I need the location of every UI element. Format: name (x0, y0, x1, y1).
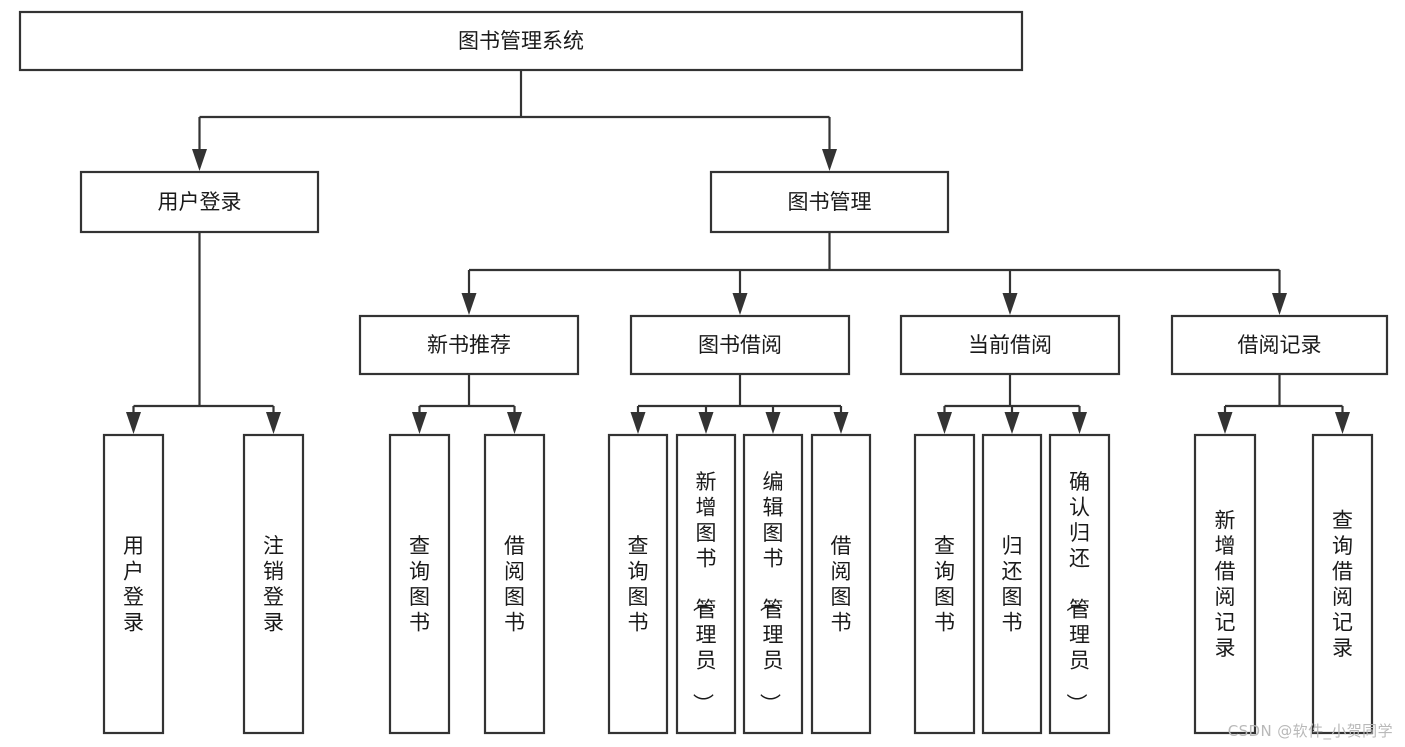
connector-group-root (192, 70, 837, 171)
node-label-leaf-edit-book-admin: 编辑图书（管理员） (758, 470, 784, 714)
node-leaf-query-book-borrow[interactable]: 查询图书 (607, 433, 669, 735)
arrow-head-leaf-return-book (1004, 412, 1020, 434)
node-leaf-borrow-book[interactable]: 借阅图书 (810, 433, 872, 735)
node-label-leaf-add-borrow-record: 新增借阅记录 (1215, 508, 1236, 660)
node-leaf-query-book-rec[interactable]: 查询图书 (388, 433, 451, 735)
node-label-leaf-borrow-book: 借阅图书 (831, 534, 852, 635)
arrow-head-book-management (822, 149, 837, 171)
node-box-leaf-borrow-book (810, 433, 872, 735)
connector-group-current-borrow (937, 374, 1087, 434)
arrow-head-borrow-records (1272, 293, 1287, 315)
node-box-leaf-query-book-rec (388, 433, 451, 735)
node-box-new-book-recommend (358, 314, 580, 376)
node-label-book-management: 图书管理 (788, 190, 872, 214)
arrow-head-leaf-logout (266, 412, 281, 434)
node-box-leaf-add-book-admin (675, 433, 737, 735)
arrow-head-leaf-borrow-book (833, 412, 849, 434)
node-label-current-borrow: 当前借阅 (968, 333, 1052, 357)
node-box-root (18, 10, 1024, 72)
node-book-management[interactable]: 图书管理 (709, 170, 950, 234)
node-current-borrow[interactable]: 当前借阅 (899, 314, 1121, 376)
arrow-head-leaf-query-borrow-record (1335, 412, 1350, 434)
node-box-leaf-user-login (102, 433, 165, 735)
node-leaf-user-login[interactable]: 用户登录 (102, 433, 165, 735)
csdn-watermark: CSDN @软件_小贺同学 (1227, 722, 1393, 740)
arrow-head-leaf-borrow-book-rec (507, 412, 522, 434)
arrow-head-leaf-edit-book-admin (765, 412, 781, 434)
arrow-head-user-login (192, 149, 207, 171)
node-label-leaf-query-book-current: 查询图书 (934, 534, 955, 635)
arrow-head-new-book-recommend (461, 293, 477, 315)
node-box-leaf-confirm-return-admin (1048, 433, 1111, 735)
connector-group-book-borrow (630, 374, 849, 434)
arrow-head-leaf-add-borrow-record (1217, 412, 1233, 434)
node-label-book-borrow: 图书借阅 (698, 333, 782, 357)
node-label-leaf-borrow-book-rec: 借阅图书 (504, 534, 525, 635)
node-box-leaf-edit-book-admin (742, 433, 804, 735)
node-box-book-management (709, 170, 950, 234)
node-label-leaf-confirm-return-admin: 确认归还（管理员） (1064, 470, 1090, 714)
node-label-new-book-recommend: 新书推荐 (427, 333, 511, 357)
node-box-leaf-return-book (981, 433, 1043, 735)
node-box-user-login (79, 170, 320, 234)
node-label-leaf-add-book-admin: 新增图书（管理员） (691, 470, 717, 714)
node-leaf-add-borrow-record[interactable]: 新增借阅记录 (1193, 433, 1257, 735)
arrow-head-leaf-query-book-borrow (630, 412, 646, 434)
nodes-layer: 图书管理系统用户登录图书管理新书推荐图书借阅当前借阅借阅记录用户登录注销登录查询… (18, 10, 1389, 735)
node-leaf-add-book-admin[interactable]: 新增图书（管理员） (675, 433, 737, 735)
node-label-leaf-query-book-rec: 查询图书 (409, 534, 430, 635)
node-box-leaf-query-book-current (913, 433, 976, 735)
node-box-borrow-records (1170, 314, 1389, 376)
node-leaf-query-borrow-record[interactable]: 查询借阅记录 (1311, 433, 1374, 735)
node-label-leaf-logout: 注销登录 (263, 534, 284, 635)
node-box-leaf-add-borrow-record (1193, 433, 1257, 735)
connectors-layer (126, 70, 1350, 434)
node-new-book-recommend[interactable]: 新书推荐 (358, 314, 580, 376)
node-leaf-borrow-book-rec[interactable]: 借阅图书 (483, 433, 546, 735)
node-box-leaf-borrow-book-rec (483, 433, 546, 735)
node-box-leaf-query-borrow-record (1311, 433, 1374, 735)
node-box-book-borrow (629, 314, 851, 376)
node-label-leaf-query-book-borrow: 查询图书 (628, 534, 649, 635)
node-label-leaf-return-book: 归还图书 (1002, 534, 1023, 635)
arrow-head-leaf-confirm-return-admin (1072, 412, 1087, 434)
node-leaf-query-book-current[interactable]: 查询图书 (913, 433, 976, 735)
node-box-leaf-logout (242, 433, 305, 735)
arrow-head-leaf-user-login (126, 412, 141, 434)
node-box-current-borrow (899, 314, 1121, 376)
node-leaf-edit-book-admin[interactable]: 编辑图书（管理员） (742, 433, 804, 735)
connector-group-borrow-records (1217, 374, 1350, 434)
node-leaf-confirm-return-admin[interactable]: 确认归还（管理员） (1048, 433, 1111, 735)
arrow-head-book-borrow (732, 293, 748, 315)
node-label-borrow-records: 借阅记录 (1238, 333, 1322, 357)
connector-group-user-login (126, 232, 281, 434)
node-leaf-logout[interactable]: 注销登录 (242, 433, 305, 735)
node-leaf-return-book[interactable]: 归还图书 (981, 433, 1043, 735)
node-label-user-login: 用户登录 (158, 190, 242, 214)
node-label-root: 图书管理系统 (458, 29, 584, 53)
arrow-head-leaf-add-book-admin (698, 412, 714, 434)
node-user-login[interactable]: 用户登录 (79, 170, 320, 234)
node-label-leaf-user-login: 用户登录 (123, 534, 144, 635)
node-box-leaf-query-book-borrow (607, 433, 669, 735)
arrow-head-current-borrow (1002, 293, 1018, 315)
arrow-head-leaf-query-book-current (937, 412, 952, 434)
arrow-head-leaf-query-book-rec (412, 412, 427, 434)
connector-group-book-management (461, 232, 1287, 315)
node-root[interactable]: 图书管理系统 (18, 10, 1024, 72)
node-label-leaf-query-borrow-record: 查询借阅记录 (1332, 508, 1353, 660)
node-book-borrow[interactable]: 图书借阅 (629, 314, 851, 376)
connector-group-new-book-recommend (412, 374, 522, 434)
node-borrow-records[interactable]: 借阅记录 (1170, 314, 1389, 376)
